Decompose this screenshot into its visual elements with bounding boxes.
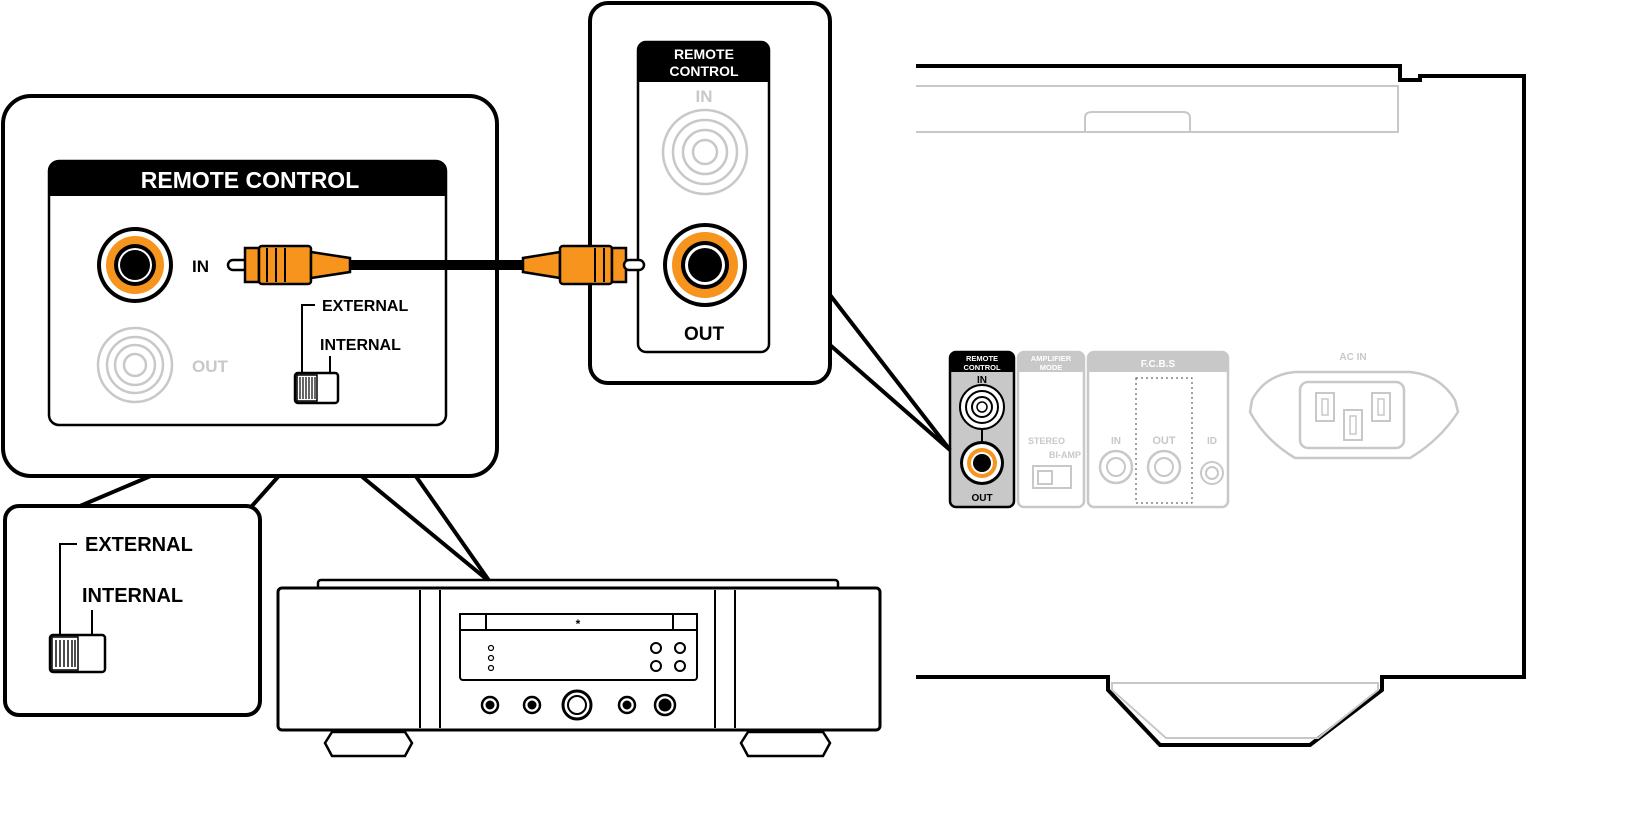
detail-external-internal-switch[interactable] — [48, 633, 107, 674]
top-in-jack — [661, 108, 749, 196]
left-out-jack — [96, 326, 174, 404]
top-out-jack — [663, 223, 747, 307]
rear-remote-control-section: REMOTE CONTROL IN OUT — [948, 350, 1016, 509]
detail-internal-label: INTERNAL — [82, 585, 183, 607]
switch-detail-callout: EXTERNAL INTERNAL — [3, 504, 262, 717]
ac-in-label: AC IN — [1339, 352, 1366, 363]
left-callout: REMOTE CONTROL IN OUT EXTERNAL INTERNAL — [1, 94, 499, 478]
svg-text:*: * — [576, 617, 581, 631]
top-callout-header-1: REMOTE — [674, 46, 734, 62]
fcbs-in-label: IN — [1111, 436, 1121, 447]
left-in-label: IN — [192, 257, 209, 276]
amp-biamp-label: BI-AMP — [1049, 450, 1081, 460]
rear-ac-in-section: AC IN — [1248, 352, 1460, 460]
fcbs-id-label: ID — [1207, 436, 1217, 447]
rear-amplifier-mode-section: AMPLIFIER MODE STEREO BI-AMP — [1016, 350, 1086, 509]
rear-remote-out-jack — [960, 441, 1004, 485]
left-switch-internal-label: INTERNAL — [320, 337, 401, 354]
device-front: * — [276, 578, 882, 758]
rear-fcbs-section: F.C.B.S IN OUT ID — [1086, 350, 1230, 509]
amp-mode-switch[interactable] — [1032, 465, 1072, 489]
detail-external-label: EXTERNAL — [85, 534, 193, 556]
amp-mode-header-2: MODE — [1040, 363, 1063, 372]
rear-remote-header-1: REMOTE — [966, 354, 998, 363]
left-external-internal-switch[interactable] — [293, 371, 340, 405]
fcbs-header: F.C.B.S — [1141, 359, 1176, 370]
rear-remote-header-2: CONTROL — [963, 363, 1000, 372]
amp-mode-header-1: AMPLIFIER — [1031, 354, 1072, 363]
remote-cable — [226, 244, 646, 286]
cable-plug-right — [521, 244, 646, 286]
ac-inlet — [1298, 380, 1406, 450]
top-callout-header-2: CONTROL — [669, 63, 739, 79]
left-out-label: OUT — [192, 357, 229, 376]
left-switch-external-label: EXTERNAL — [322, 298, 408, 315]
device-knobs — [480, 689, 677, 721]
device-foot-right — [739, 730, 832, 758]
left-callout-header: REMOTE CONTROL — [141, 167, 360, 193]
rear-remote-out-label: OUT — [971, 493, 992, 504]
cable-plug-left — [226, 244, 352, 286]
top-in-label: IN — [696, 87, 713, 106]
amp-stereo-label: STEREO — [1028, 436, 1065, 446]
rear-remote-in-label: IN — [977, 375, 987, 386]
rear-remote-in-jack — [959, 384, 1005, 430]
top-out-label: OUT — [684, 324, 725, 345]
device-foot-left — [323, 730, 414, 758]
rear-panel: REMOTE CONTROL IN OUT AMPLIFIER — [916, 64, 1526, 747]
left-in-jack — [97, 227, 173, 303]
top-callout: REMOTE CONTROL IN OUT — [588, 1, 832, 385]
fcbs-out-label: OUT — [1152, 435, 1176, 447]
